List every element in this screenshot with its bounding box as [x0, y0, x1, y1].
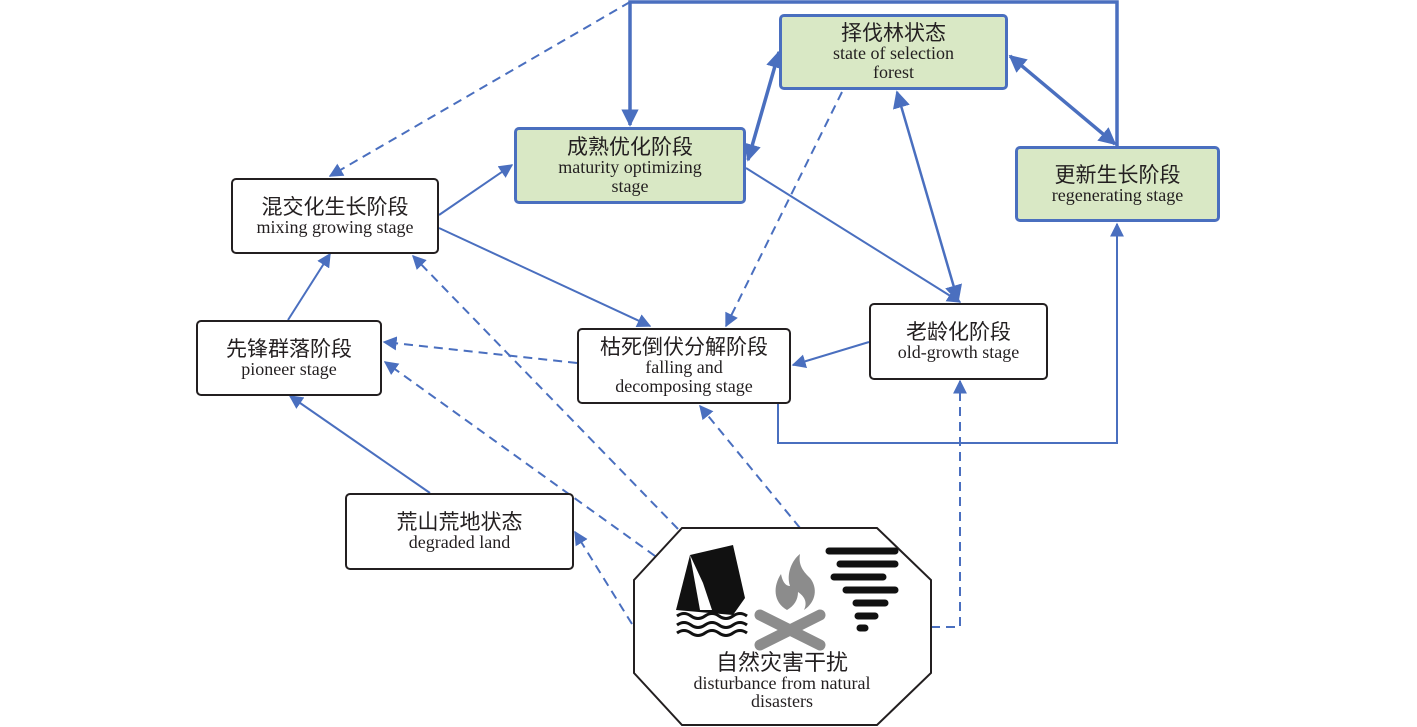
- edge-maturity-oldgrowth: [745, 167, 962, 303]
- node-regenerating[interactable]: 更新生长阶段 regenerating stage: [1015, 146, 1220, 222]
- node-old-growth[interactable]: 老龄化阶段 old-growth stage: [869, 303, 1048, 380]
- node-label-en: disturbance from natural: [693, 673, 871, 693]
- edge-regen-maturity: [621, 0, 1119, 146]
- node-label-zh: 混交化生长阶段: [261, 194, 409, 219]
- edge-falling-pioneer: [382, 336, 578, 364]
- node-label-zh: 荒山荒地状态: [396, 510, 523, 535]
- edge-selection-oldgrowth: [893, 90, 962, 303]
- node-label-en: pioneer stage: [241, 358, 337, 379]
- node-degraded-land[interactable]: 荒山荒地状态 degraded land: [345, 493, 574, 570]
- node-label-en: forest: [873, 62, 914, 83]
- node-label-zh: 择伐林状态: [841, 21, 946, 46]
- node-label-en: state of selection: [833, 43, 954, 64]
- node-label-zh: 自然灾害干扰: [715, 650, 848, 675]
- edge-selection-falling: [725, 91, 843, 328]
- edge-oldgrowth-falling: [791, 341, 870, 369]
- tornado-icon: [825, 547, 899, 632]
- node-label-en: falling and: [645, 357, 723, 378]
- node-label-en: decomposing stage: [615, 376, 753, 397]
- edge-disaster-mixing: [412, 254, 679, 530]
- edge-mixing-falling: [438, 227, 652, 328]
- node-label-en: stage: [611, 175, 649, 196]
- node-label-en: disasters: [751, 691, 813, 711]
- edge-degraded-pioneer: [288, 395, 431, 494]
- node-selection-forest[interactable]: 择伐林状态 state of selection forest: [779, 14, 1008, 90]
- node-label-zh: 更新生长阶段: [1054, 162, 1181, 187]
- edge-pioneer-mixing: [287, 252, 331, 321]
- edge-maturity-selection: [743, 50, 784, 162]
- node-label-en: mixing growing stage: [256, 216, 414, 237]
- node-label-zh: 成熟优化阶段: [567, 134, 693, 159]
- edge-disaster-falling: [699, 404, 801, 529]
- edge-selection-regen: [1008, 54, 1117, 146]
- node-label-zh: 枯死倒伏分解阶段: [600, 335, 768, 360]
- fire-icon: [754, 554, 826, 651]
- node-maturity-optimizing[interactable]: 成熟优化阶段 maturity optimizing stage: [514, 127, 746, 204]
- node-falling-decomposing[interactable]: 枯死倒伏分解阶段 falling and decomposing stage: [577, 328, 791, 404]
- node-label-en: regenerating stage: [1051, 184, 1184, 205]
- edge-disaster-degraded: [574, 530, 633, 625]
- node-label-en: maturity optimizing: [558, 156, 702, 177]
- node-natural-disasters[interactable]: 自然灾害干扰 disturbance from natural disaster…: [634, 650, 930, 711]
- node-label-en: old-growth stage: [897, 342, 1020, 363]
- node-label-zh: 先锋群落阶段: [226, 336, 352, 361]
- node-label-en: degraded land: [408, 532, 511, 553]
- node-pioneer[interactable]: 先锋群落阶段 pioneer stage: [196, 320, 382, 396]
- edge-mixing-maturity: [438, 164, 514, 216]
- edge-disaster-oldgrowth: [931, 379, 967, 628]
- flood-house-icon: [676, 545, 748, 637]
- node-mixing-growing[interactable]: 混交化生长阶段 mixing growing stage: [231, 178, 439, 254]
- edge-falling-regen: [777, 222, 1124, 444]
- edge-disaster-pioneer: [383, 361, 656, 557]
- edge-topleft-mixing: [328, 1, 631, 177]
- node-label-zh: 老龄化阶段: [906, 320, 1011, 345]
